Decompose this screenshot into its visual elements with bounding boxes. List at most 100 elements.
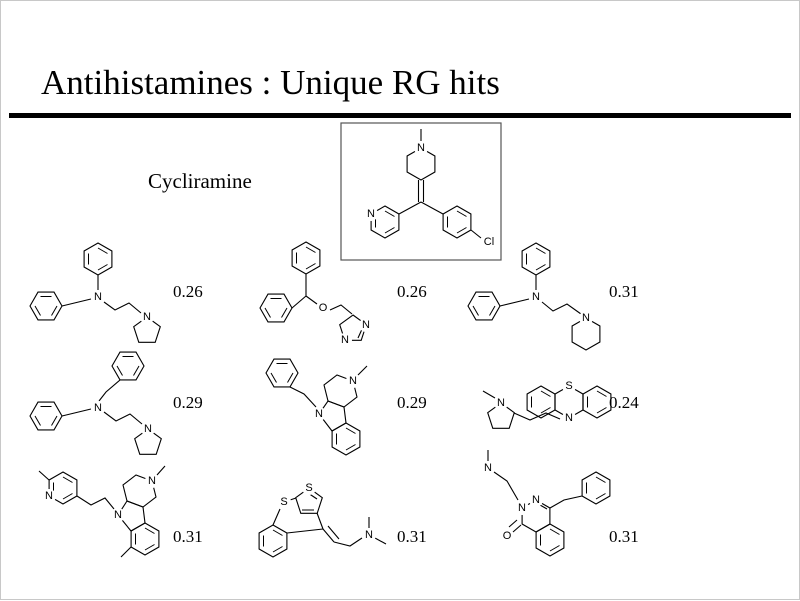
atom-label: N [518, 502, 526, 514]
pyrrole-ring [117, 500, 146, 532]
slide-title: Antihistamines : Unique RG hits [41, 63, 500, 102]
atom-label: N [143, 311, 151, 323]
label-bg [140, 310, 154, 324]
benzene-ring [265, 358, 299, 388]
reference-structure: N N Cl [340, 122, 502, 261]
hit-structure-8: S S N [258, 481, 387, 558]
hit-structure-5: N N [265, 358, 368, 456]
benzene-ring [582, 385, 612, 419]
similarity-score-5: 0.29 [397, 393, 427, 412]
benzene-ring [535, 523, 565, 557]
atom-label: N [341, 334, 349, 346]
atom-label: N [45, 490, 53, 502]
benzene-ring [259, 293, 293, 323]
label-bg [91, 290, 105, 304]
similarity-score-8: 0.31 [397, 527, 427, 546]
benzene-ring [258, 524, 288, 558]
reference-name: Cycliramine [148, 169, 252, 193]
hit-structure-9: N N N O [481, 450, 611, 557]
label-bg [579, 311, 593, 325]
bonds [499, 275, 582, 315]
label-bg [359, 318, 373, 332]
atom-label: O [503, 530, 512, 542]
atom-label: N [362, 319, 370, 331]
atom-label: N [367, 208, 375, 220]
atom-label: N [94, 402, 102, 414]
chlorophenyl-ring [442, 205, 472, 239]
atom-label: N [417, 142, 425, 154]
atom-label: N [365, 529, 373, 541]
atom-label: N [315, 408, 323, 420]
bonds [291, 274, 364, 339]
atom-label: O [319, 302, 328, 314]
label-bg [362, 528, 376, 542]
label-bg [338, 333, 352, 347]
bonds [482, 390, 561, 421]
label-bg [277, 495, 291, 509]
label-bg [414, 141, 428, 155]
benzene-ring [29, 401, 63, 431]
label-bg [481, 461, 495, 475]
benzene-ring [331, 422, 361, 456]
bonds [398, 129, 482, 239]
bonds [61, 379, 143, 425]
atom-label: N [114, 509, 122, 521]
bonds [487, 450, 583, 533]
label-bg [562, 411, 576, 425]
atom-label: N [349, 375, 357, 387]
bonds [289, 365, 368, 408]
benzene-ring [467, 291, 501, 321]
atom-label: S [280, 496, 287, 508]
atom-label: S [565, 380, 572, 392]
atom-label: N [484, 462, 492, 474]
benzene-ring [526, 385, 556, 419]
benzene-ring [29, 291, 63, 321]
atom-label: S [305, 482, 312, 494]
reference-box [340, 122, 502, 261]
bonds [61, 275, 142, 314]
hit-structure-6: N S N [482, 379, 612, 429]
atom-label: N [94, 291, 102, 303]
label-bg [111, 508, 125, 522]
atom-label: Cl [484, 236, 494, 248]
similarity-score-3: 0.31 [609, 282, 639, 301]
benzene-ring [83, 242, 113, 276]
benzene-ring [581, 471, 611, 505]
benzene-ring [111, 351, 145, 381]
label-bg [145, 474, 159, 488]
hit-structure-4: N N [29, 351, 162, 455]
atom-label: N [582, 312, 590, 324]
label-bg [515, 501, 529, 515]
label-bg [346, 374, 360, 388]
label-bg [529, 290, 543, 304]
bonds [272, 492, 387, 547]
label-bg [494, 396, 508, 410]
hit-structure-3: N N [467, 242, 601, 351]
hit-structure-1: N N [29, 242, 161, 343]
similarity-score-9: 0.31 [609, 527, 639, 546]
atom-label: N [497, 397, 505, 409]
hit-structure-2: O N N [259, 241, 373, 347]
label-bg [42, 489, 56, 503]
benzene-ring [291, 241, 321, 275]
pyrrole-ring [318, 400, 347, 432]
similarity-score-1: 0.26 [173, 282, 203, 301]
label-bg [91, 401, 105, 415]
label-bg [501, 530, 513, 542]
atom-label: N [532, 494, 540, 506]
label-bg [364, 207, 378, 221]
similarity-score-6: 0.24 [609, 393, 639, 412]
benzene-ring [130, 522, 160, 556]
label-bg [141, 422, 155, 436]
label-bg [302, 481, 316, 495]
title-underline [9, 113, 791, 118]
benzene-ring [521, 242, 551, 276]
label-bg [312, 407, 326, 421]
atom-label: N [565, 412, 573, 424]
atom-label: N [148, 475, 156, 487]
atom-label: N [532, 291, 540, 303]
similarity-score-7: 0.31 [173, 527, 203, 546]
similarity-score-4: 0.29 [173, 393, 203, 412]
label-bg [562, 379, 576, 393]
